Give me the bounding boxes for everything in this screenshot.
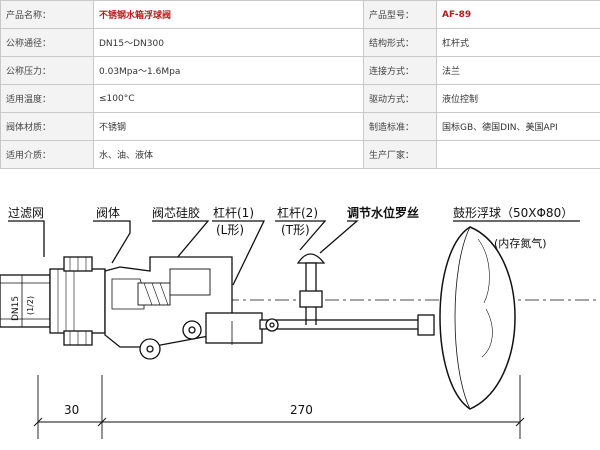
table-row: 适用温度： ≤100°C 驱动方式： 液位控制 [0, 84, 600, 113]
label-dim-right: 270 [290, 403, 313, 417]
float-ball [439, 226, 516, 410]
label-adjust: 调节水位罗丝 [347, 205, 419, 220]
label-model: 产品型号： [363, 0, 437, 29]
value-model: AF-89 [436, 0, 600, 29]
value-standard: 国标GB、德国DIN、美国API [436, 112, 600, 141]
label-manufacturer: 生产厂家： [363, 140, 437, 169]
value-structure: 杠杆式 [436, 28, 600, 57]
label-standard: 制造标准： [363, 112, 437, 141]
value-product-name: 不锈钢水箱浮球阀 [93, 0, 364, 29]
label-lever2-sub: (T形) [281, 223, 310, 237]
value-manufacturer [436, 140, 600, 169]
adjust-screw [296, 253, 326, 325]
label-lever1-sub: (L形) [216, 223, 244, 237]
value-pressure: 0.03Mpa～1.6Mpa [93, 56, 364, 85]
value-nominal-diameter: DN15～DN300 [93, 28, 364, 57]
filter-coupling [49, 268, 106, 334]
leader-lever2 [275, 220, 327, 251]
table-row: 产品名称： 不锈钢水箱浮球阀 产品型号： AF-89 [0, 0, 600, 29]
label-core: 阀芯硅胶 [152, 205, 200, 220]
label-nominal-diameter: 公称通径： [0, 28, 94, 57]
value-material: 不锈钢 [93, 112, 364, 141]
value-medium: 水、油、液体 [93, 140, 364, 169]
table-row: 公称通径： DN15～DN300 结构形式： 杠杆式 [0, 28, 600, 57]
label-body: 阀体 [96, 206, 120, 220]
leader-filter [8, 220, 45, 257]
label-lever2: 杠杆(2) [277, 205, 318, 220]
spec-table: 产品名称： 不锈钢水箱浮球阀 产品型号： AF-89 公称通径： DN15～DN… [0, 0, 600, 169]
value-temperature: ≤100°C [93, 84, 364, 113]
label-dim-left: 30 [64, 403, 79, 417]
label-filter: 过滤网 [8, 206, 44, 220]
label-drive: 驱动方式： [363, 84, 437, 113]
leader-body [93, 220, 131, 264]
label-structure: 结构形式： [363, 28, 437, 57]
label-material: 阀体材质： [0, 112, 94, 141]
valve-drawing: 过滤网 阀体 阀芯硅胶 杠杆(1) (L形) 杠杆(2) (T形) 调节水位罗丝… [0, 205, 600, 439]
label-ball: 鼓形浮球（50XΦ80） [453, 206, 573, 220]
leader-adjust [319, 220, 359, 254]
table-row: 适用介质： 水、油、液体 生产厂家： [0, 140, 600, 169]
label-lever1: 杠杆(1) [213, 205, 254, 220]
table-row: 公称压力： 0.03Mpa～1.6Mpa 连接方式： 法兰 [0, 56, 600, 85]
leader-lever1 [212, 220, 266, 286]
value-drive: 液位控制 [436, 84, 600, 113]
label-temperature: 适用温度： [0, 84, 94, 113]
lever-2-rod [259, 319, 431, 330]
lever-1 [205, 312, 263, 344]
label-connection: 连接方式： [363, 56, 437, 85]
table-row: 阀体材质： 不锈钢 制造标准： 国标GB、德国DIN、美国API [0, 112, 600, 141]
value-connection: 法兰 [436, 56, 600, 85]
label-pressure: 公称压力： [0, 56, 94, 85]
label-product-name: 产品名称： [0, 0, 94, 29]
label-medium: 适用介质： [0, 140, 94, 169]
label-dn-sub: (1/2) [26, 296, 35, 315]
label-ball-sub: (内存氮气) [494, 236, 547, 250]
label-dn: DN15 [11, 296, 21, 321]
